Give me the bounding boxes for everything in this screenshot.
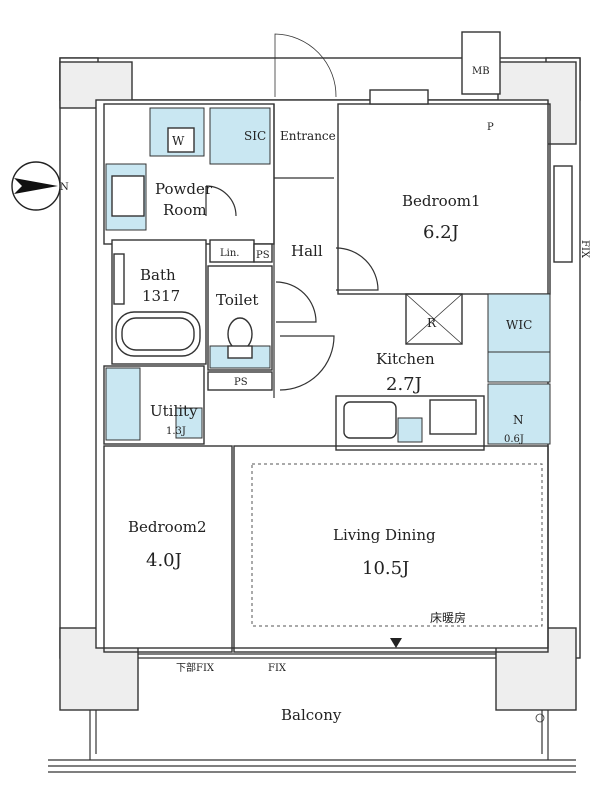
living-dining-label: Living Dining bbox=[333, 526, 436, 544]
kitchen-label: Kitchen bbox=[376, 350, 435, 368]
ps-bottom-label: PS bbox=[234, 377, 248, 388]
living-dining bbox=[233, 445, 549, 653]
bath-size-label: 1317 bbox=[142, 287, 180, 305]
powder-room-label-2: Room bbox=[163, 201, 207, 219]
toilet-room bbox=[207, 265, 317, 371]
entrance-label: Entrance bbox=[280, 129, 336, 143]
kitchen bbox=[335, 293, 551, 451]
bedroom2-label: Bedroom2 bbox=[128, 518, 207, 536]
bath bbox=[111, 239, 207, 365]
utility-label: Utility bbox=[150, 402, 198, 420]
toilet-label: Toilet bbox=[216, 291, 258, 309]
living-dining-size-label: 10.5J bbox=[362, 558, 409, 579]
fix-bottom-label: FIX bbox=[268, 663, 287, 674]
balcony-window bbox=[138, 653, 496, 659]
bedroom2-size-label: 4.0J bbox=[146, 550, 182, 571]
bedroom1-size-label: 6.2J bbox=[423, 222, 459, 243]
refrigerator-label: R bbox=[427, 316, 437, 330]
entrance-door bbox=[274, 33, 337, 98]
utility-size-label: 1.3J bbox=[166, 426, 186, 437]
kitchen-size-label: 2.7J bbox=[386, 374, 422, 395]
shoe-closet bbox=[209, 107, 271, 165]
p-label: P bbox=[487, 122, 494, 133]
w-label: W bbox=[172, 134, 185, 148]
hall bbox=[273, 104, 379, 398]
floor-heating-label: 床暖房 bbox=[430, 610, 466, 625]
bedroom2 bbox=[103, 445, 233, 653]
wet-area bbox=[103, 103, 275, 245]
ps-top-label: PS bbox=[256, 250, 270, 261]
utility bbox=[103, 365, 205, 445]
lin-label: Lin. bbox=[220, 248, 239, 259]
bedroom1-label: Bedroom1 bbox=[402, 192, 481, 210]
lower-fix-label: 下部FIX bbox=[176, 661, 215, 674]
compass-icon bbox=[11, 161, 61, 211]
balcony bbox=[48, 710, 576, 773]
mb-label: MB bbox=[472, 66, 490, 77]
bath-label: Bath bbox=[140, 266, 176, 284]
hall-label: Hall bbox=[291, 242, 323, 260]
fix-right-label: FIX bbox=[579, 240, 590, 259]
wic-label: WIC bbox=[506, 318, 532, 332]
balcony-label: Balcony bbox=[281, 706, 342, 724]
powder-room-label-1: Powder bbox=[155, 180, 213, 198]
n-label: N bbox=[513, 413, 524, 427]
compass-n-label: N bbox=[60, 182, 69, 193]
sic-label: SIC bbox=[244, 129, 266, 143]
n-size-label: 0.6J bbox=[504, 434, 524, 445]
